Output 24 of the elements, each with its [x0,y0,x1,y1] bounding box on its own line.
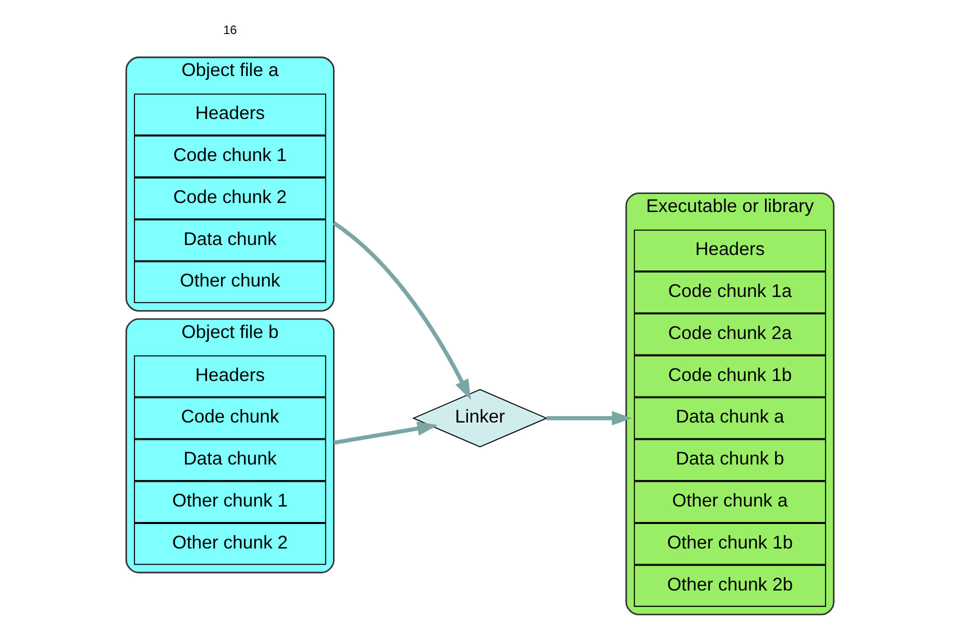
node-box: Headers [133,355,326,398]
node-box: Headers [633,230,826,272]
node-box: Other chunk 1 [133,481,326,523]
node-box: Other chunk [133,261,326,304]
arrow [332,221,470,400]
node-box: Data chunk [133,219,326,262]
node-box: Code chunk 2a [633,313,826,356]
node-box: Other chunk 2 [133,523,326,565]
node-box: Code chunk 1a [633,272,826,314]
node-box: Code chunk 1 [133,136,326,178]
node-box: Data chunk b [633,439,826,482]
node-box: Headers [133,94,326,136]
arrow [546,411,632,426]
node-box: Data chunk [133,439,326,482]
node-diamond: Linker [412,389,548,448]
node-box: Data chunk a [633,397,826,440]
node-box: Code chunk 2 [133,177,326,220]
arrow [332,422,438,445]
node-box: Other chunk 1b [633,523,826,565]
label: 16 [222,22,236,37]
node-box: Other chunk a [633,481,826,523]
node-box: Other chunk 2b [633,564,826,607]
node-box: Code chunk [133,397,326,440]
node-box: Code chunk 1b [633,355,826,398]
